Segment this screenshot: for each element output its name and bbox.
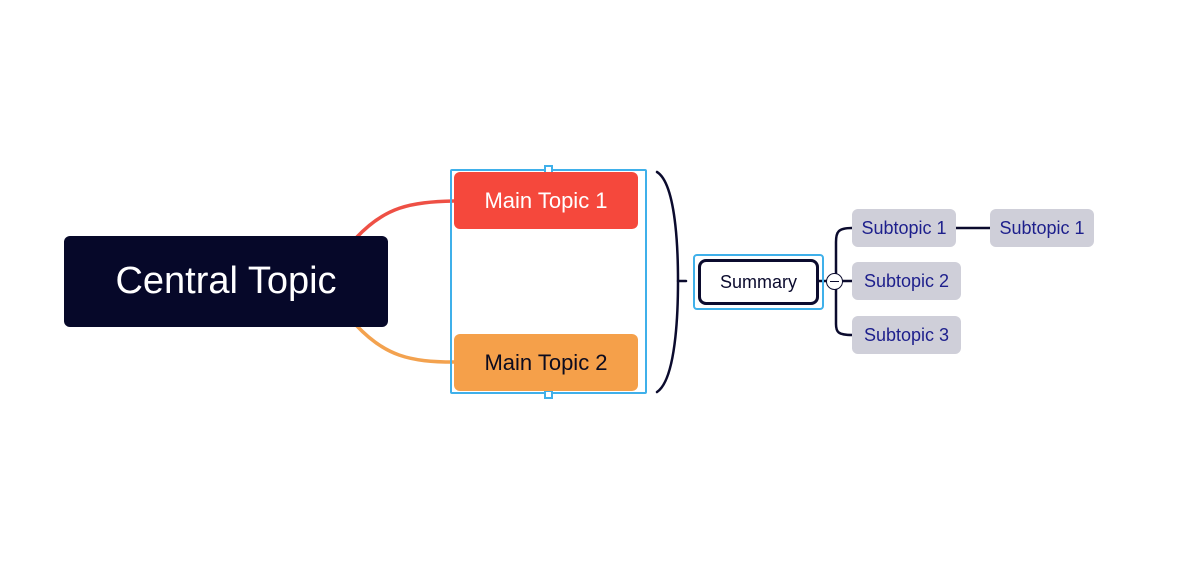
summary-bracket bbox=[655, 170, 680, 394]
subtopic-3-label: Subtopic 3 bbox=[863, 324, 950, 345]
subtopic-2[interactable]: Subtopic 2 bbox=[852, 262, 961, 300]
connector-central-main-topic-2 bbox=[354, 323, 456, 364]
central-topic[interactable]: Central Topic bbox=[64, 236, 388, 327]
subtopic-1-child[interactable]: Subtopic 1 bbox=[990, 209, 1094, 247]
main-topic-1[interactable]: Main Topic 1 bbox=[454, 172, 638, 229]
resize-handle-bottom-icon[interactable] bbox=[544, 390, 553, 399]
summary-topic[interactable]: Summary bbox=[698, 259, 819, 305]
main-topic-2-label: Main Topic 2 bbox=[484, 349, 608, 375]
subtopic-1-label: Subtopic 1 bbox=[861, 217, 947, 238]
summary-selection-frame bbox=[693, 254, 824, 310]
subtopic-1[interactable]: Subtopic 1 bbox=[852, 209, 956, 247]
main-topic-1-label: Main Topic 1 bbox=[484, 187, 608, 213]
subtopic-2-label: Subtopic 2 bbox=[863, 270, 950, 291]
minus-circle-icon[interactable] bbox=[826, 273, 843, 290]
central-topic-label: Central Topic bbox=[115, 260, 337, 302]
subtopic-3[interactable]: Subtopic 3 bbox=[852, 316, 961, 354]
summary-label: Summary bbox=[719, 271, 797, 292]
connector-central-main-topic-1 bbox=[354, 199, 456, 240]
subtopic-1-child-label: Subtopic 1 bbox=[999, 217, 1085, 238]
main-topic-2[interactable]: Main Topic 2 bbox=[454, 334, 638, 391]
